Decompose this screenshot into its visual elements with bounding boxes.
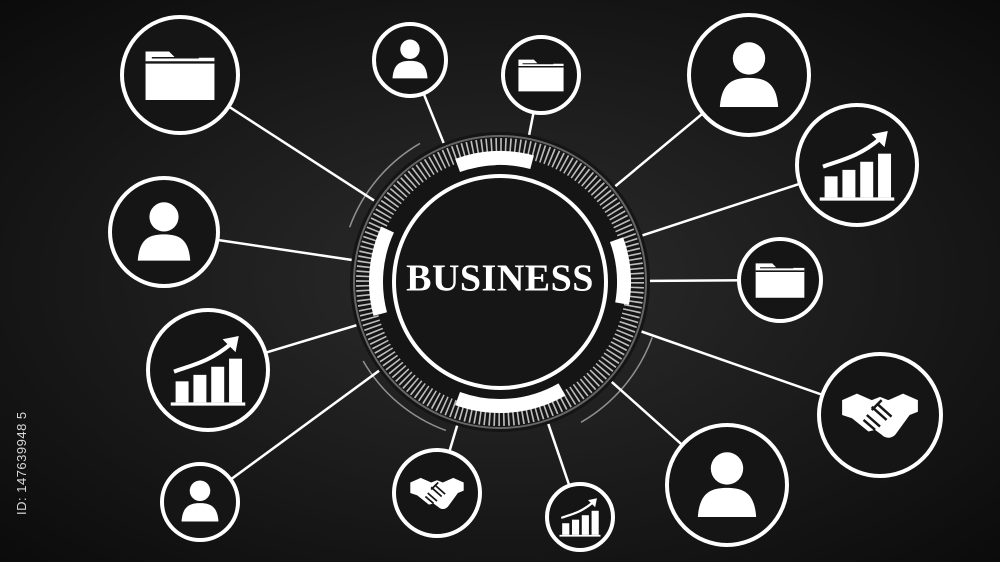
node-person-left [108, 176, 220, 288]
inner-ring [392, 174, 608, 390]
decor-arc [580, 337, 653, 423]
decor-arc [362, 360, 447, 432]
node-folder-right-small [737, 237, 823, 323]
node-handshake-bottom [392, 448, 482, 538]
node-chart-bottom-small [545, 482, 615, 552]
ring-segments [369, 151, 631, 413]
node-chart-left [146, 308, 270, 432]
tick-ring [356, 138, 644, 426]
ring-segment [455, 383, 566, 413]
node-group [108, 13, 943, 552]
decor-arcs [348, 142, 653, 432]
folder-icon [754, 262, 806, 299]
node-circle [687, 13, 811, 137]
node-circle [545, 482, 615, 552]
central-hub: BUSINESS [348, 132, 653, 432]
node-circle [146, 308, 270, 432]
ring-segment [369, 226, 395, 316]
side-id-text: ID: 147639948 5 [14, 411, 29, 515]
node-person-bottom-left [160, 462, 240, 542]
node-person-bottom-right [665, 423, 789, 547]
center-label: BUSINESS [406, 258, 594, 300]
node-person-top-right [687, 13, 811, 137]
node-folder-top-left [120, 15, 240, 135]
node-handshake-right [817, 352, 943, 478]
node-circle [108, 176, 220, 288]
node-circle [665, 423, 789, 547]
ring-segment [609, 237, 631, 305]
node-circle [372, 22, 448, 98]
node-circle [160, 462, 240, 542]
node-person-top-small [372, 22, 448, 98]
folder-icon [517, 58, 565, 93]
node-chart-right [795, 103, 919, 227]
ring-segment [455, 151, 497, 173]
node-circle [795, 103, 919, 227]
folder-icon [144, 50, 216, 102]
node-folder-top-small [501, 35, 581, 115]
decor-arc [348, 142, 421, 228]
outer-ring [353, 135, 647, 429]
